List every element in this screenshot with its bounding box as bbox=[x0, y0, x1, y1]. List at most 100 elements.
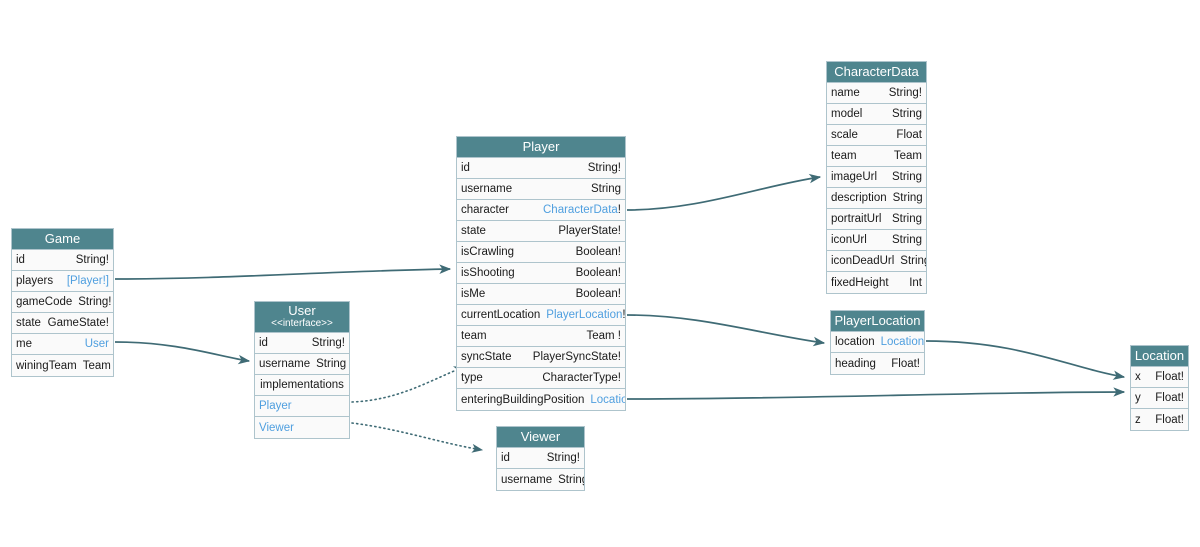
field-name-viewer-id: id bbox=[501, 452, 510, 464]
field-type-player-character: CharacterData! bbox=[543, 204, 621, 216]
field-name-location-z: z bbox=[1135, 413, 1141, 426]
field-name-characterdata-scale: scale bbox=[831, 129, 858, 141]
field-type-game-gameCode: String! bbox=[78, 296, 112, 308]
field-type-link-game-players[interactable]: [Player!] bbox=[66, 275, 109, 287]
field-name-player-state: state bbox=[461, 225, 486, 237]
field-row-characterdata-description[interactable]: description String bbox=[827, 188, 926, 209]
field-type-link-player-currentLocation[interactable]: PlayerLocation bbox=[546, 309, 623, 321]
field-row-user-Player[interactable]: Player bbox=[255, 396, 349, 417]
field-type-game-players: [Player!] bbox=[67, 275, 109, 287]
field-row-game-gameCode[interactable]: gameCode String! bbox=[12, 292, 113, 313]
field-name-characterdata-imageUrl: imageUrl bbox=[831, 171, 878, 183]
field-row-player-enteringBuildingPosition[interactable]: enteringBuildingPosition Location bbox=[457, 389, 625, 410]
non-null-marker: ! bbox=[622, 309, 625, 321]
field-name-player-character: character bbox=[461, 204, 509, 216]
field-type-player-isCrawling: Boolean! bbox=[575, 246, 621, 258]
field-name-viewer-username: username bbox=[501, 473, 553, 486]
field-name-characterdata-model: model bbox=[831, 108, 863, 120]
field-row-player-currentLocation[interactable]: currentLocation PlayerLocation! bbox=[457, 305, 625, 326]
field-name-user-Viewer: Viewer bbox=[259, 421, 294, 434]
field-row-player-isCrawling[interactable]: isCrawling Boolean! bbox=[457, 242, 625, 263]
field-type-game-winingTeam: Team bbox=[82, 359, 111, 372]
field-row-viewer-username[interactable]: username String bbox=[497, 469, 584, 490]
field-type-player-isMe: Boolean! bbox=[575, 288, 621, 300]
field-type-link-game-me[interactable]: User bbox=[84, 338, 109, 350]
field-name-game-winingTeam: winingTeam bbox=[16, 359, 77, 372]
field-name-location-x: x bbox=[1135, 371, 1141, 383]
field-name-player-team: team bbox=[461, 330, 487, 342]
field-row-user-username[interactable]: username String bbox=[255, 354, 349, 375]
field-type-characterdata-description: String bbox=[892, 192, 923, 204]
field-row-location-x[interactable]: x Float! bbox=[1131, 367, 1188, 388]
field-name-game-id: id bbox=[16, 254, 25, 266]
field-name-player-username: username bbox=[461, 183, 513, 195]
field-row-characterdata-imageUrl[interactable]: imageUrl String bbox=[827, 167, 926, 188]
field-type-link-player-enteringBuildingPosition[interactable]: Location bbox=[590, 393, 625, 406]
field-row-player-state[interactable]: state PlayerState! bbox=[457, 221, 625, 242]
field-name-game-players: players bbox=[16, 275, 54, 287]
field-type-user-username: String bbox=[316, 358, 347, 370]
edge-player-character-to-characterdata bbox=[626, 173, 822, 211]
field-row-game-winingTeam[interactable]: winingTeam Team bbox=[12, 355, 113, 376]
field-name-characterdata-team: team bbox=[831, 150, 857, 162]
field-type-characterdata-portraitUrl: String bbox=[891, 213, 922, 225]
field-row-player-character[interactable]: character CharacterData! bbox=[457, 200, 625, 221]
field-name-player-currentLocation: currentLocation bbox=[461, 309, 541, 321]
field-type-player-state: PlayerState! bbox=[558, 225, 621, 237]
edge-playerlocation-location-to-location bbox=[925, 340, 1126, 380]
field-type-characterdata-imageUrl: String bbox=[891, 171, 922, 183]
field-type-viewer-username: String bbox=[558, 473, 584, 486]
field-type-game-me: User bbox=[85, 338, 109, 350]
field-name-player-syncState: syncState bbox=[461, 351, 512, 363]
field-type-link-player-character[interactable]: CharacterData bbox=[543, 204, 618, 216]
field-name-characterdata-description: description bbox=[831, 192, 887, 204]
edge-game-players-to-player bbox=[114, 264, 452, 280]
field-row-characterdata-iconDeadUrl[interactable]: iconDeadUrlString bbox=[827, 251, 926, 272]
field-type-player-currentLocation: PlayerLocation! bbox=[546, 309, 625, 321]
field-name-player-type: type bbox=[461, 372, 483, 384]
field-row-user-Viewer[interactable]: Viewer bbox=[255, 417, 349, 438]
field-name-user-username: username bbox=[259, 358, 311, 370]
field-name-characterdata-iconDeadUrl: iconDeadUrl bbox=[831, 255, 895, 267]
field-row-user-implementations[interactable]: implementations bbox=[255, 375, 349, 396]
field-name-player-isCrawling: isCrawling bbox=[461, 246, 515, 258]
field-name-game-gameCode: gameCode bbox=[16, 296, 73, 308]
field-row-game-players[interactable]: players [Player!] bbox=[12, 271, 113, 292]
field-name-playerlocation-location: location bbox=[835, 336, 875, 348]
field-type-location-x: Float! bbox=[1155, 371, 1184, 383]
field-name-user-implementations: implementations bbox=[260, 379, 344, 391]
entity-playerlocation[interactable]: PlayerLocationlocationLocation!headingFl… bbox=[830, 310, 925, 375]
field-name-player-enteringBuildingPosition: enteringBuildingPosition bbox=[461, 393, 585, 406]
field-name-player-id: id bbox=[461, 162, 470, 174]
field-type-link-playerlocation-location[interactable]: Location bbox=[880, 336, 924, 348]
